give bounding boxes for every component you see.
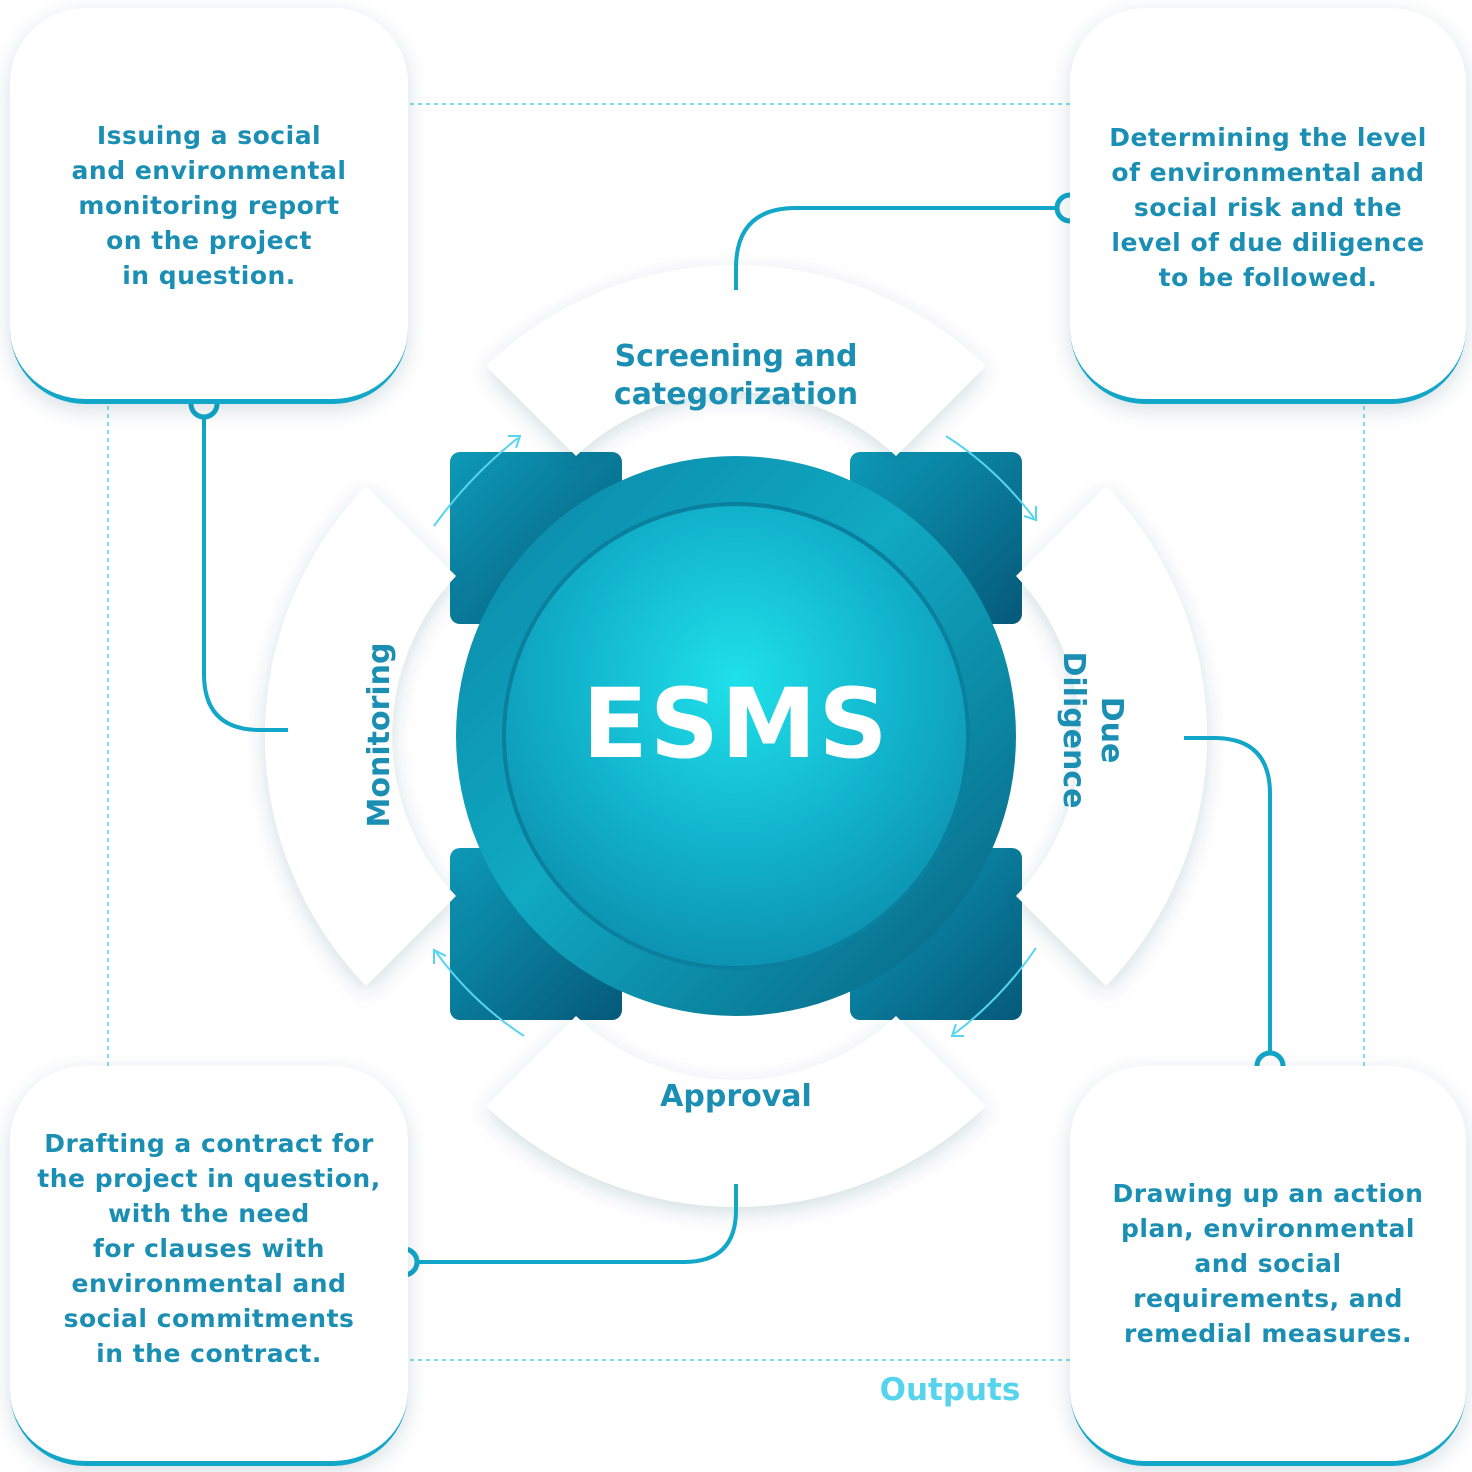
output-text-monitoring: Issuing a social and environmental monit… [71,121,347,290]
stage-label-monitoring: Monitoring [362,642,397,828]
output-text-due-diligence: Drawing up an action plan, environmental… [1112,1179,1424,1348]
output-card-monitoring: Issuing a social and environmental monit… [10,8,408,404]
arrow-approval-to-monitoring [435,951,525,1037]
arrow-due-to-approval [953,947,1037,1035]
connectors [202,206,1272,1264]
arrow-screening-to-due [945,435,1035,519]
connector-approval [418,1184,738,1264]
stage-label-due-diligence: Due Diligence [1056,651,1129,809]
inner-core [502,502,970,970]
arrow-monitoring-to-screening [433,437,519,527]
segment-due-diligence [1016,486,1207,986]
output-text-screening: Determining the level of environmental a… [1109,123,1427,292]
output-card-due-diligence: Drawing up an action plan, environmental… [1070,1066,1466,1466]
stage-label-screening: Screening and categorization [613,339,859,412]
stage-segments [265,265,1207,1207]
stage-label-approval: Approval [660,1079,812,1114]
segment-screening [486,265,986,456]
segment-monitoring [265,486,456,986]
output-card-screening: Determining the level of environmental a… [1070,8,1466,404]
outputs-label: Outputs [879,1372,1021,1408]
connector-screening [734,206,1056,290]
output-card-approval: Drafting a contract for the project in q… [10,1066,408,1466]
center-title: ESMS [582,668,890,780]
flow-arrows [433,435,1037,1037]
dashed-guides [107,103,1365,1361]
connector-due-diligence [1184,736,1272,1052]
connector-monitoring [202,418,288,732]
output-text-approval: Drafting a contract for the project in q… [37,1129,381,1368]
segment-approval [486,1016,986,1207]
